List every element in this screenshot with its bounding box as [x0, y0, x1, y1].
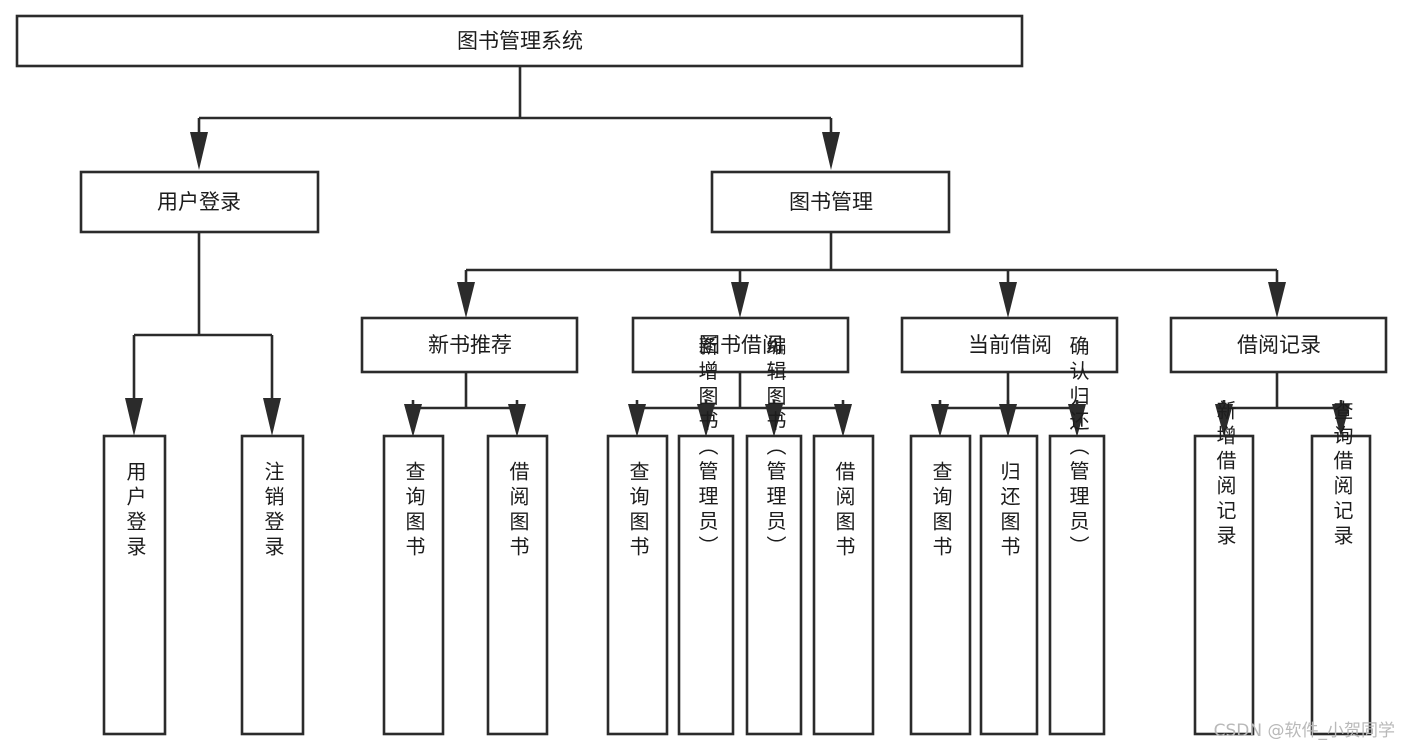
- connector-group-user-login: [125, 232, 281, 436]
- node-book-management[interactable]: 图书管理: [710, 170, 951, 234]
- leaf-edit-book-label: 编辑图书（管理员）: [763, 335, 787, 560]
- arrow-head-user-login: [190, 132, 208, 170]
- leaf-return-book-label: 归还图书: [997, 461, 1021, 561]
- node-current-borrow-box[interactable]: [900, 316, 1119, 374]
- leaf-user-login-label: 用户登录: [123, 461, 147, 561]
- leaf-user-login[interactable]: 用户登录: [102, 434, 167, 736]
- leaf-add-book-label: 新增图书（管理员）: [695, 335, 719, 560]
- leaf-query-book-2-box[interactable]: [606, 434, 669, 736]
- connector-group-book-management: [457, 232, 1286, 318]
- arrow-head-leaf-borrow-book-2: [834, 404, 852, 437]
- leaf-add-record-label: 新增借阅记录: [1213, 400, 1237, 550]
- node-book-borrow-box[interactable]: [631, 316, 850, 374]
- leaf-query-record[interactable]: 查询借阅记录: [1310, 400, 1372, 736]
- leaf-add-book-box[interactable]: [677, 434, 735, 736]
- node-book-borrow[interactable]: 图书借阅: [631, 316, 850, 374]
- node-new-book-recommend[interactable]: 新书推荐: [360, 316, 579, 374]
- arrow-head-leaf-borrow-book-1: [508, 404, 526, 437]
- leaf-return-book-box[interactable]: [979, 434, 1039, 736]
- leaf-query-book-2-label: 查询图书: [626, 461, 650, 561]
- node-user-login[interactable]: 用户登录: [79, 170, 320, 234]
- leaf-confirm-return[interactable]: 确认归还（管理员）: [1048, 335, 1106, 736]
- arrow-head-leaf-query-book-2: [628, 404, 646, 437]
- leaf-user-logout-box[interactable]: [240, 434, 305, 736]
- arrow-head-borrow-records: [1268, 282, 1286, 318]
- arrow-head-leaf-return-book: [999, 404, 1017, 437]
- node-borrow-records-label: 借阅记录: [1237, 333, 1321, 357]
- leaf-user-logout-label: 注销登录: [261, 461, 285, 561]
- node-borrow-records[interactable]: 借阅记录: [1169, 316, 1388, 374]
- arrow-head-new-book-recommend: [457, 282, 475, 318]
- node-current-borrow-label: 当前借阅: [968, 333, 1052, 357]
- leaf-query-book-3-box[interactable]: [909, 434, 972, 736]
- leaf-edit-book-box[interactable]: [745, 434, 803, 736]
- node-book-management-box[interactable]: [710, 170, 951, 234]
- arrow-head-leaf-add-book: [697, 404, 715, 437]
- arrow-head-book-management: [822, 132, 840, 170]
- arrow-head-leaf-user-login: [125, 398, 143, 436]
- node-borrow-records-box[interactable]: [1169, 316, 1388, 374]
- leaf-borrow-book-1[interactable]: 借阅图书: [486, 434, 549, 736]
- node-book-borrow-label: 图书借阅: [699, 333, 783, 357]
- csdn-watermark: CSDN @软件_小贺同学: [1213, 721, 1395, 741]
- node-user-login-label: 用户登录: [157, 190, 241, 214]
- node-new-book-recommend-label: 新书推荐: [428, 333, 512, 357]
- arrow-head-leaf-add-record: [1215, 404, 1233, 437]
- node-user-login-box[interactable]: [79, 170, 320, 234]
- leaf-query-book-3-label: 查询图书: [929, 461, 953, 561]
- node-current-borrow[interactable]: 当前借阅: [900, 316, 1119, 374]
- leaf-borrow-book-2-label: 借阅图书: [832, 461, 856, 561]
- leaf-query-book-1-box[interactable]: [382, 434, 445, 736]
- connector-group-borrow-records: [1215, 372, 1350, 437]
- connector-group-root: [190, 66, 840, 170]
- connector-group-book-borrow: [628, 372, 852, 437]
- leaf-add-book[interactable]: 新增图书（管理员）: [677, 335, 735, 736]
- node-new-book-recommend-box[interactable]: [360, 316, 579, 374]
- arrow-head-leaf-query-book-1: [404, 404, 422, 437]
- arrow-head-leaf-confirm-return: [1068, 404, 1086, 437]
- leaf-borrow-book-1-box[interactable]: [486, 434, 549, 736]
- leaf-confirm-return-label: 确认归还（管理员）: [1066, 335, 1090, 560]
- leaf-add-record[interactable]: 新增借阅记录: [1193, 400, 1255, 736]
- leaf-confirm-return-box[interactable]: [1048, 434, 1106, 736]
- node-root[interactable]: 图书管理系统: [15, 14, 1024, 68]
- leaf-edit-book[interactable]: 编辑图书（管理员）: [745, 335, 803, 736]
- leaf-borrow-book-2[interactable]: 借阅图书: [812, 434, 875, 736]
- leaf-query-book-1-label: 查询图书: [402, 461, 426, 561]
- arrow-head-leaf-query-book-3: [931, 404, 949, 437]
- arrow-head-leaf-query-record: [1332, 404, 1350, 437]
- arrow-head-book-borrow: [731, 282, 749, 318]
- leaf-user-login-box[interactable]: [102, 434, 167, 736]
- leaf-query-book-1[interactable]: 查询图书: [382, 434, 445, 736]
- leaf-query-record-box[interactable]: [1310, 434, 1372, 736]
- leaf-borrow-book-1-label: 借阅图书: [506, 461, 530, 561]
- arrow-head-leaf-edit-book: [765, 404, 783, 437]
- leaf-user-logout[interactable]: 注销登录: [240, 434, 305, 736]
- leaf-query-book-2[interactable]: 查询图书: [606, 434, 669, 736]
- leaf-add-record-box[interactable]: [1193, 434, 1255, 736]
- node-book-management-label: 图书管理: [789, 190, 873, 214]
- connector-group-new-book-recommend: [404, 372, 526, 437]
- node-root-label: 图书管理系统: [457, 29, 583, 53]
- arrow-head-current-borrow: [999, 282, 1017, 318]
- leaf-borrow-book-2-box[interactable]: [812, 434, 875, 736]
- arrow-head-leaf-user-logout: [263, 398, 281, 436]
- node-root-box[interactable]: [15, 14, 1024, 68]
- leaf-query-record-label: 查询借阅记录: [1330, 400, 1354, 550]
- leaf-return-book[interactable]: 归还图书: [979, 434, 1039, 736]
- leaf-query-book-3[interactable]: 查询图书: [909, 434, 972, 736]
- connector-group-current-borrow: [931, 372, 1086, 437]
